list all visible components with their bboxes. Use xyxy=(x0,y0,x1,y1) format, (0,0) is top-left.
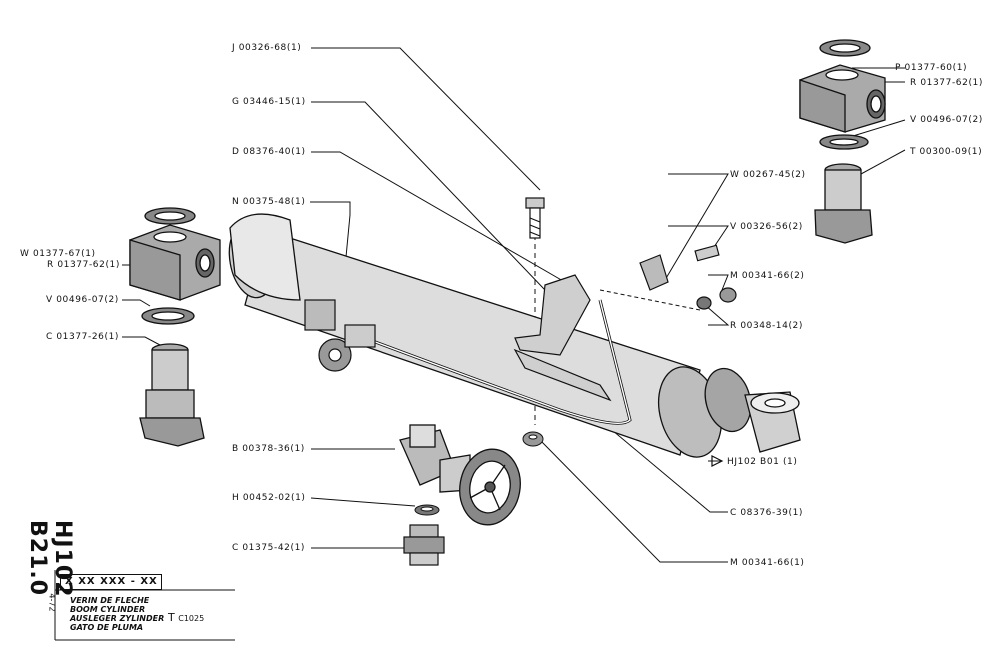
title-date: 4-72 xyxy=(47,593,57,612)
label-v00496-right: V 00496-07(2) xyxy=(910,115,983,125)
label-c01375: C 01375-42(1) xyxy=(232,543,306,553)
label-v00496-left: V 00496-07(2) xyxy=(46,295,119,305)
type-letter: T xyxy=(168,611,175,624)
label-g03446: G 03446-15(1) xyxy=(232,97,306,107)
label-w00267: W 00267-45(2) xyxy=(730,170,806,180)
label-d08376: D 08376-40(1) xyxy=(232,147,306,157)
label-c01377: C 01377-26(1) xyxy=(46,332,120,342)
label-m00341-bottom: M 00341-66(1) xyxy=(730,558,805,568)
label-v00326: V 00326-56(2) xyxy=(730,222,803,232)
label-p01377: P 01377-60(1) xyxy=(895,63,968,73)
description-fr: VERIN DE FLECHE xyxy=(70,596,150,605)
label-r00348: R 00348-14(2) xyxy=(730,321,803,331)
label-r01377-left: R 01377-62(1) xyxy=(47,260,120,270)
label-w01377: W 01377-67(1) xyxy=(20,249,96,259)
title-code: X XX XXX - XX xyxy=(60,574,162,590)
type-code: T C1025 xyxy=(168,611,204,624)
label-t00300: T 00300-09(1) xyxy=(910,147,983,157)
label-n00375: N 00375-48(1) xyxy=(232,197,306,207)
description-en: BOOM CYLINDER xyxy=(70,605,146,614)
label-b00378: B 00378-36(1) xyxy=(232,444,305,454)
description-de: AUSLEGER ZYLINDER xyxy=(70,614,165,623)
label-j00326: J 00326-68(1) xyxy=(232,43,302,53)
type-number: C1025 xyxy=(178,614,205,623)
label-c08376: C 08376-39(1) xyxy=(730,508,804,518)
label-m00341-top: M 00341-66(2) xyxy=(730,271,805,281)
description-es: GATO DE PLUMA xyxy=(70,623,144,632)
label-hj102: HJ102 B01 (1) xyxy=(727,457,798,467)
label-r01377-right: R 01377-62(1) xyxy=(910,78,983,88)
label-h00452: H 00452-02(1) xyxy=(232,493,306,503)
